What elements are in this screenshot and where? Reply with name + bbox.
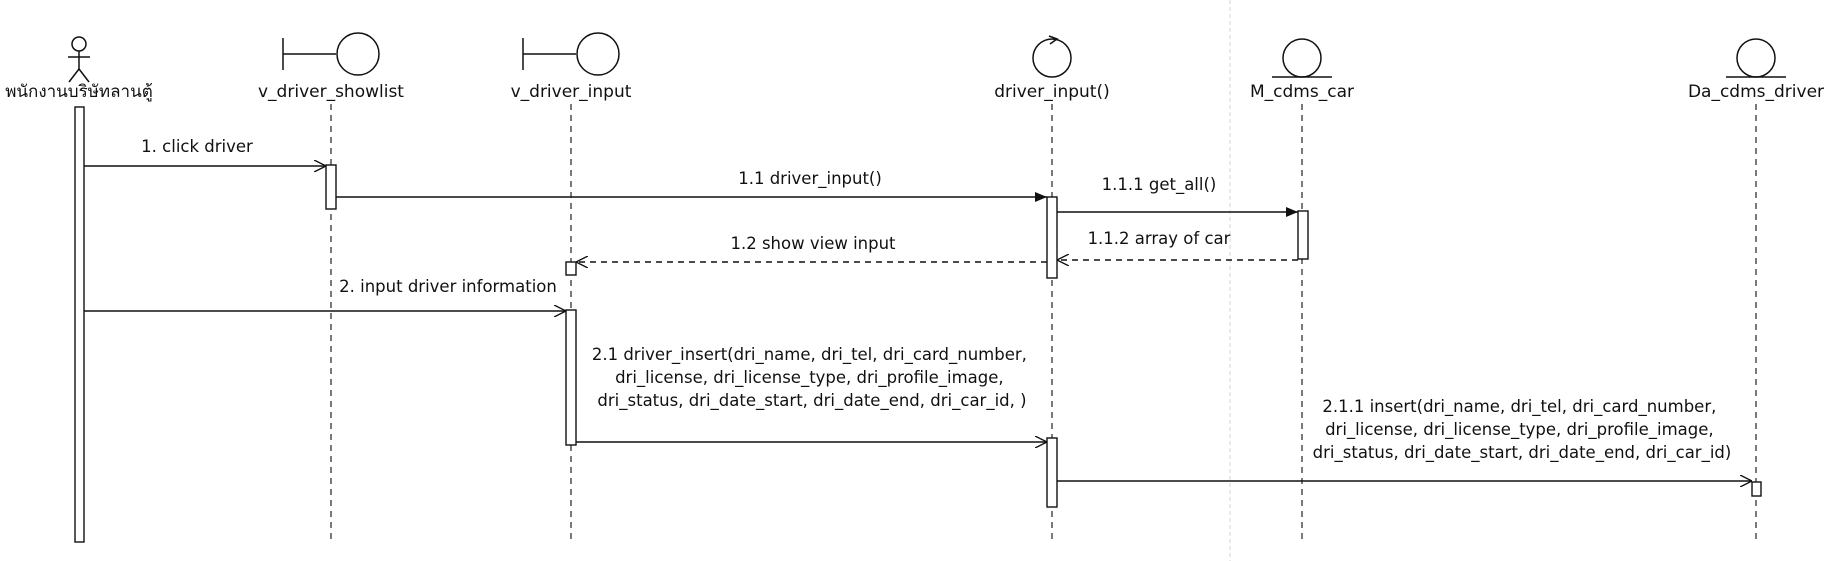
showlist-participant: v_driver_showlist — [258, 32, 404, 102]
message-label-1-1: 1.1 driver_input() — [738, 169, 882, 189]
activation-controller-1 — [1046, 196, 1058, 279]
data-access-label: Da_cdms_driver — [1688, 82, 1824, 102]
activation-actor — [74, 106, 85, 543]
boundary-icon — [282, 32, 380, 76]
message-label-2: 2. input driver information — [339, 277, 557, 296]
controller-participant: driver_input() — [994, 35, 1110, 102]
control-icon — [1032, 35, 1072, 78]
message-label-1-2: 1.2 show view input — [730, 234, 896, 253]
message-label-2-1-line-3: dri_status, dri_date_start, dri_date_end… — [597, 391, 1026, 411]
activation-input-view-2 — [565, 309, 577, 446]
actor-participant: พนักงานบริษัทลานตู้ — [5, 36, 153, 102]
message-label-2-1-1: 2.1.1 insert(dri_name, dri_tel, dri_card… — [1313, 397, 1732, 463]
data-access-participant: Da_cdms_driver — [1688, 38, 1824, 102]
actor-icon — [68, 36, 90, 83]
model-label: M_cdms_car — [1250, 82, 1354, 102]
activation-showlist — [325, 164, 337, 210]
showlist-label: v_driver_showlist — [258, 82, 404, 102]
activation-controller-2 — [1046, 437, 1058, 508]
message-label-2-1: 2.1 driver_insert(dri_name, dri_tel, dri… — [592, 345, 1032, 411]
message-label-1-1-1: 1.1.1 get_all() — [1102, 175, 1217, 195]
input-view-participant: v_driver_input — [511, 32, 632, 102]
message-label-1-1-2: 1.1.2 array of car — [1088, 229, 1231, 248]
activation-model — [1297, 210, 1309, 260]
boundary-icon — [522, 32, 620, 76]
entity-icon — [1726, 38, 1786, 78]
message-label-1: 1. click driver — [141, 137, 253, 156]
message-label-2-1-1-line-2: dri_license, dri_license_type, dri_profi… — [1325, 420, 1714, 440]
controller-label: driver_input() — [994, 82, 1110, 102]
activation-data-access — [1751, 481, 1762, 497]
message-label-2-1-line-1: 2.1 driver_insert(dri_name, dri_tel, dri… — [592, 345, 1027, 365]
model-participant: M_cdms_car — [1250, 38, 1354, 102]
input-view-label: v_driver_input — [511, 82, 632, 102]
message-label-2-1-1-line-1: 2.1.1 insert(dri_name, dri_tel, dri_card… — [1322, 397, 1716, 417]
message-label-2-1-line-2: dri_license, dri_license_type, dri_profi… — [615, 368, 1004, 388]
activation-input-view-1 — [565, 261, 577, 276]
actor-label: พนักงานบริษัทลานตู้ — [5, 82, 153, 102]
message-label-2-1-1-line-3: dri_status, dri_date_start, dri_date_end… — [1313, 443, 1732, 463]
entity-icon — [1272, 38, 1332, 78]
